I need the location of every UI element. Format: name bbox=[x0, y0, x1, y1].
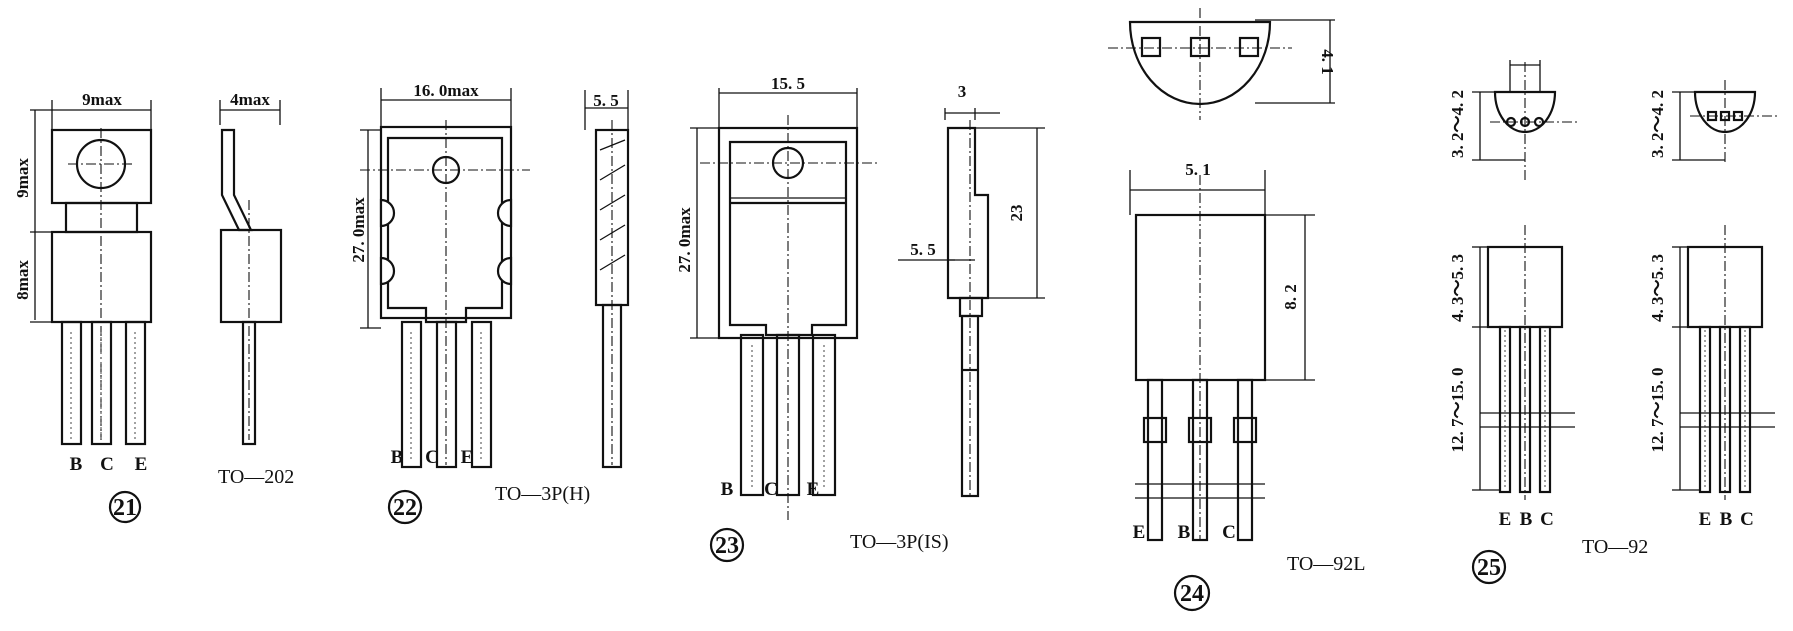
package-21-side-view: 4max TO—202 bbox=[218, 90, 294, 488]
package-22-pin-1-label: B bbox=[391, 447, 404, 468]
package-24-number-circle bbox=[1173, 574, 1211, 612]
package-23-pin-2-label: C bbox=[764, 479, 778, 500]
package-23-front-view: 15. 5 27. 0max B C E 23 bbox=[675, 74, 880, 563]
package-24-pin-1-label: E bbox=[1133, 522, 1146, 543]
package-21-number-circle bbox=[108, 490, 142, 524]
package-23-number: 23 bbox=[715, 533, 739, 559]
package-23-width-label: 15. 5 bbox=[771, 74, 805, 93]
package-23-side-height-label: 23 bbox=[1007, 205, 1026, 222]
package-25-top-depth-label-a: 3. 2～4. 2 bbox=[1448, 90, 1467, 158]
package-25-body-height-label-a: 4. 3～5. 3 bbox=[1448, 254, 1467, 322]
package-22-number: 22 bbox=[393, 495, 417, 521]
package-21-width-label: 9max bbox=[82, 90, 122, 109]
package-23-height-label: 27. 0max bbox=[675, 207, 694, 273]
package-25-pin-3-label-b: C bbox=[1740, 509, 1754, 530]
package-22-pin-2-label: C bbox=[425, 447, 439, 468]
package-24-pin-2-label: B bbox=[1178, 522, 1191, 543]
package-21-number: 21 bbox=[113, 495, 137, 521]
package-25-pin-2-label-a: B bbox=[1520, 509, 1533, 530]
package-25-front-view-a: 4. 3～5. 3 12. 7～15. 0 E B C 25 TO—92 bbox=[1448, 225, 1648, 585]
package-25-number-circle bbox=[1471, 549, 1507, 585]
package-24-name: TO—92L bbox=[1287, 553, 1366, 575]
package-22-side-view: 5. 5 TO—3P(H) bbox=[495, 90, 630, 505]
package-22-name: TO—3P(H) bbox=[495, 483, 590, 505]
package-23-pin-1-label: B bbox=[721, 479, 734, 500]
package-23-number-circle bbox=[709, 527, 745, 563]
package-23-thickness-label: 3 bbox=[958, 82, 967, 101]
package-21-pin-1-label: B bbox=[70, 454, 83, 475]
package-25-top-view-b: 3. 2～4. 2 bbox=[1648, 80, 1780, 165]
package-24-width-label: 5. 1 bbox=[1185, 160, 1211, 179]
package-25-body-height-label-b: 4. 3～5. 3 bbox=[1648, 254, 1667, 322]
package-24-top-depth-label: 4. 1 bbox=[1318, 49, 1337, 75]
package-22-height-label: 27. 0max bbox=[349, 197, 368, 263]
package-25-front-view-b: 4. 3～5. 3 12. 7～15. 0 E B C bbox=[1648, 225, 1775, 530]
package-23-tab-label: 5. 5 bbox=[910, 240, 936, 259]
package-22-width-label: 16. 0max bbox=[413, 81, 479, 100]
package-21-thickness-label: 4max bbox=[230, 90, 270, 109]
package-22-pin-3-label: E bbox=[461, 447, 474, 468]
package-25-top-view-a: 3. 2～4. 2 bbox=[1448, 60, 1580, 180]
package-25-lead-length-label-b: 12. 7～15. 0 bbox=[1648, 368, 1667, 453]
package-21-front-view: 9max 9max 8max B C E 21 bbox=[13, 90, 153, 524]
package-25-lead-length-label-a: 12. 7～15. 0 bbox=[1448, 368, 1467, 453]
package-23-name: TO—3P(IS) bbox=[850, 531, 949, 553]
package-25-pin-3-label-a: C bbox=[1540, 509, 1554, 530]
package-23-side-view: 3 23 5. 5 TO—3P(IS) bbox=[850, 82, 1045, 553]
package-21-lower-height-label: 8max bbox=[13, 260, 32, 300]
package-24-top-view: 4. 1 bbox=[1108, 8, 1337, 120]
package-25-name: TO—92 bbox=[1582, 536, 1648, 558]
package-25-number: 25 bbox=[1477, 555, 1501, 581]
package-25-pin-1-label-a: E bbox=[1499, 509, 1512, 530]
package-24-pin-3-label: C bbox=[1222, 522, 1236, 543]
package-24-front-view: 5. 1 8. 2 E B C 24 TO—92L bbox=[1129, 160, 1366, 612]
package-21-pin-3-label: E bbox=[135, 454, 148, 475]
package-22-number-circle bbox=[387, 489, 423, 525]
package-25-pin-2-label-b: B bbox=[1720, 509, 1733, 530]
package-23-pin-3-label: E bbox=[807, 479, 820, 500]
package-22-thickness-label: 5. 5 bbox=[593, 91, 619, 110]
package-24-height-label: 8. 2 bbox=[1281, 284, 1300, 310]
package-21-name: TO—202 bbox=[218, 466, 294, 488]
package-25-top-depth-label-b: 3. 2～4. 2 bbox=[1648, 90, 1667, 158]
package-21-pin-2-label: C bbox=[100, 454, 114, 475]
package-22-front-view: 16. 0max 27. 0max B C E 22 bbox=[349, 81, 530, 525]
package-24-number: 24 bbox=[1180, 581, 1204, 607]
package-25-pin-1-label-b: E bbox=[1699, 509, 1712, 530]
package-21-upper-height-label: 9max bbox=[13, 158, 32, 198]
